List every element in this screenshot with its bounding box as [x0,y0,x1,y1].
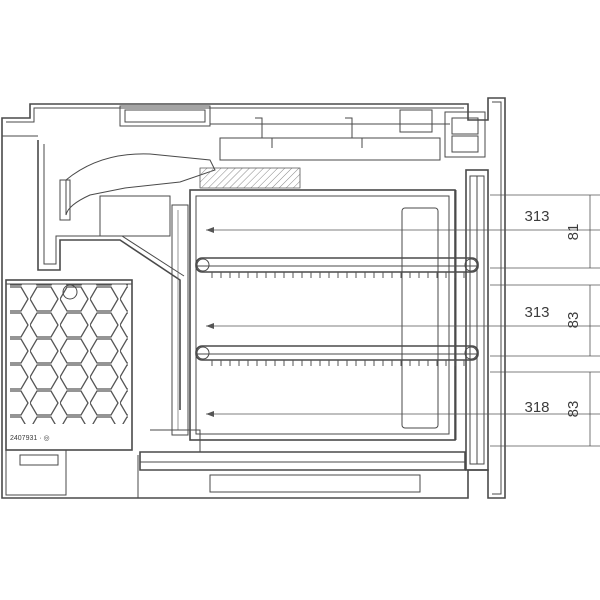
arrowhead-1 [206,227,214,233]
arrowhead-2 [206,323,214,329]
width-dimension-middle: 313 [524,304,549,321]
width-dimension-bottom: 318 [524,399,549,416]
air-filter: 2407931 · ◎ [5,279,133,496]
rack-upper [195,257,479,278]
fan-housing [37,140,301,410]
bottom-base [137,429,466,498]
oven-door [465,169,489,471]
filter-label: 2407931 · ◎ [10,435,50,442]
outer-housing [1,97,506,499]
width-dimension-top: 313 [524,208,549,225]
height-dimension-top: 81 [565,224,582,241]
top-duct-assembly [119,105,486,161]
rack-lower [195,345,479,366]
height-dimension-middle: 83 [565,312,582,329]
dimension-lines [206,194,600,447]
arrowhead-3 [206,411,214,417]
height-dimension-bottom: 83 [565,401,582,418]
oven-cavity [171,189,457,441]
